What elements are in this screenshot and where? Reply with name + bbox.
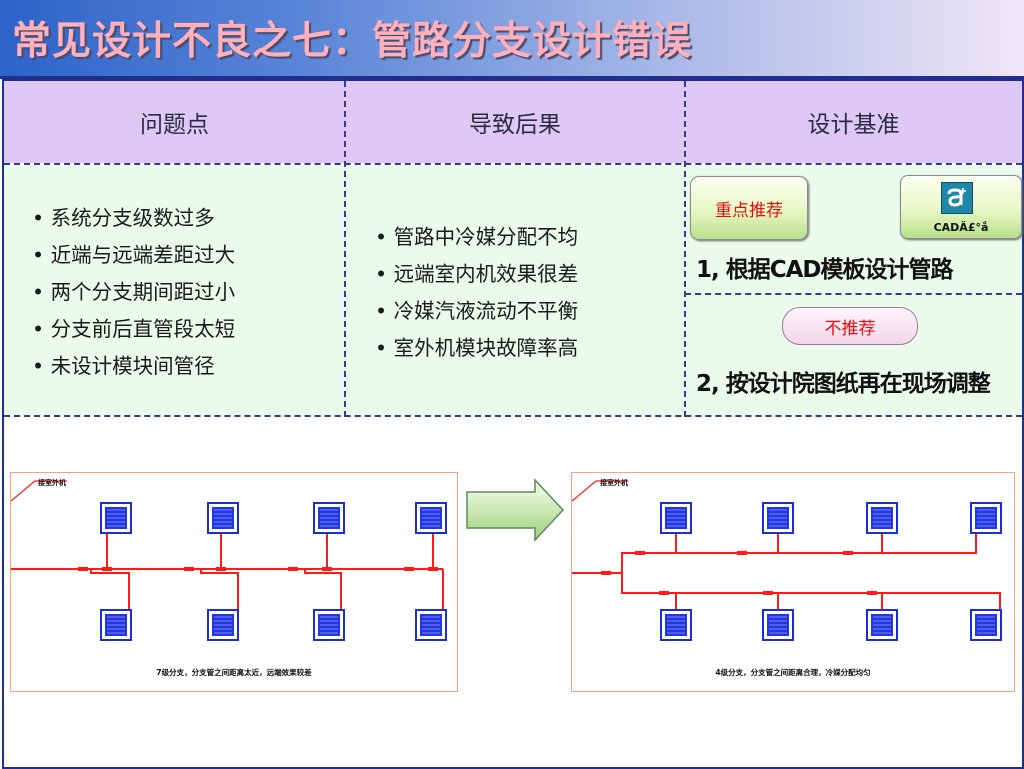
cassette-unit-icon bbox=[660, 502, 692, 534]
cassette-unit-icon bbox=[866, 502, 898, 534]
cad-template-icon bbox=[941, 182, 973, 214]
cassette-unit-icon bbox=[313, 502, 345, 534]
standard-divider bbox=[685, 293, 1022, 295]
list-item: 未设计模块间管径 bbox=[32, 348, 235, 385]
outdoor-label: 接室外机 bbox=[600, 478, 628, 487]
list-item: 分支前后直管段太短 bbox=[32, 311, 236, 348]
branch-joint bbox=[322, 567, 332, 571]
branch-joint bbox=[843, 551, 853, 555]
branch-joint bbox=[601, 571, 611, 575]
cassette-unit-icon bbox=[100, 609, 132, 641]
list-item: 系统分支级数过多 bbox=[32, 200, 235, 237]
branch-joint bbox=[288, 567, 298, 571]
pipe-segment bbox=[90, 569, 130, 610]
cassette-unit-icon bbox=[207, 609, 239, 641]
pipe-segment bbox=[621, 573, 1001, 610]
cad-button-label: CADÄ£°å bbox=[933, 221, 989, 234]
cad-template-button[interactable]: CADÄ£°å bbox=[900, 175, 1022, 239]
diagram-right: 接室外机 4级分支，分支管之间距离合理，冷媒分配均匀 bbox=[571, 472, 1015, 692]
cassette-unit-icon bbox=[762, 609, 794, 641]
standard-item-2: 2, 按设计院图纸再在现场调整 bbox=[696, 371, 991, 397]
branch-joint bbox=[635, 551, 645, 555]
branch-joint bbox=[184, 567, 194, 571]
branch-joint bbox=[428, 567, 438, 571]
cassette-unit-icon bbox=[313, 609, 345, 641]
table-divider-top bbox=[4, 163, 1022, 165]
branch-joint bbox=[78, 567, 88, 571]
cassette-unit-icon bbox=[207, 502, 239, 534]
list-item: 室外机模块故障率高 bbox=[375, 330, 579, 367]
header-problems: 问题点 bbox=[140, 112, 209, 138]
cassette-unit-icon bbox=[970, 609, 1002, 641]
consequence-list: 管路中冷媒分配不均 远端室内机效果很差 冷媒汽液流动不平衡 室外机模块故障率高 bbox=[375, 219, 579, 367]
list-item: 两个分支期间距过小 bbox=[32, 274, 236, 311]
header-standard: 设计基准 bbox=[807, 112, 900, 138]
standard-item-1: 1, 根据CAD模板设计管路 bbox=[696, 257, 954, 283]
cassette-unit-icon bbox=[415, 502, 447, 534]
list-item: 远端室内机效果很差 bbox=[375, 256, 579, 293]
slide-title: 常见设计不良之七：管路分支设计错误 bbox=[12, 18, 693, 64]
list-item: 冷媒汽液流动不平衡 bbox=[375, 293, 579, 330]
diagram-caption: 4级分支，分支管之间距离合理，冷媒分配均匀 bbox=[715, 667, 870, 677]
right-arrow-icon bbox=[466, 478, 565, 542]
cassette-unit-icon bbox=[415, 609, 447, 641]
cassette-unit-icon bbox=[762, 502, 794, 534]
cassette-unit-icon bbox=[866, 609, 898, 641]
pipe-segment bbox=[621, 533, 977, 573]
branch-joint bbox=[867, 591, 877, 595]
col-divider-2 bbox=[684, 81, 686, 417]
title-bar: 常见设计不良之七：管路分支设计错误 bbox=[0, 0, 1024, 76]
pipe-segment bbox=[200, 569, 239, 610]
pipe-lead bbox=[572, 480, 628, 502]
branch-joint bbox=[216, 567, 226, 571]
list-item: 近端与远端差距过大 bbox=[32, 237, 236, 274]
diagram-left: 接室外机 7级分支，分支管之间距离太近，远端效果较差 bbox=[10, 472, 458, 692]
diagram-caption: 7级分支，分支管之间距离太近，远端效果较差 bbox=[156, 667, 312, 677]
branch-joint bbox=[763, 591, 773, 595]
pipe-segment bbox=[304, 569, 342, 610]
title-divider bbox=[0, 76, 1024, 79]
table-header-row: 问题点 导致后果 设计基准 bbox=[4, 81, 1022, 163]
pipe-lead bbox=[11, 480, 67, 502]
recommended-button[interactable]: 重点推荐 bbox=[690, 176, 808, 240]
col-divider-1 bbox=[344, 81, 346, 417]
cassette-unit-icon bbox=[100, 502, 132, 534]
problem-list: 系统分支级数过多 近端与远端差距过大 两个分支期间距过小 分支前后直管段太短 未… bbox=[32, 200, 236, 385]
outdoor-label: 接室外机 bbox=[38, 478, 66, 487]
not-recommended-button[interactable]: 不推荐 bbox=[782, 307, 918, 345]
table-divider-bottom bbox=[4, 415, 1022, 417]
branch-joint bbox=[659, 591, 669, 595]
list-item: 管路中冷媒分配不均 bbox=[375, 219, 579, 256]
branch-joint bbox=[404, 567, 414, 571]
header-consequences: 导致后果 bbox=[469, 112, 561, 138]
cassette-unit-icon bbox=[660, 609, 692, 641]
branch-joint bbox=[737, 551, 747, 555]
cassette-unit-icon bbox=[970, 502, 1002, 534]
branch-joint bbox=[102, 567, 112, 571]
